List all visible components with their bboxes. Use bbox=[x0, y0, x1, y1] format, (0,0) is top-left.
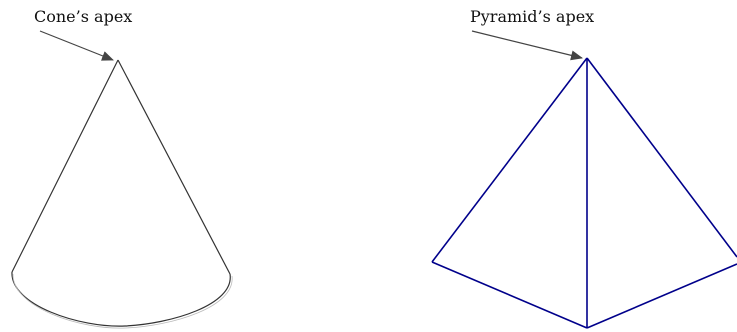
cone-right-edge bbox=[117, 59, 231, 275]
pyramid-right-edge bbox=[586, 57, 737, 258]
pyramid-apex-label: Pyramid’s apex bbox=[470, 7, 595, 26]
pyramid-base-right bbox=[586, 263, 737, 329]
cone-base-arc bbox=[11, 271, 231, 327]
pyramid-base-left bbox=[431, 261, 588, 329]
cone-apex-arrow bbox=[39, 30, 114, 61]
cone-apex-label: Cone’s apex bbox=[34, 7, 133, 26]
pyramid-left-edge bbox=[431, 57, 588, 263]
pyramid bbox=[431, 30, 737, 329]
pyramid-apex-arrow bbox=[471, 30, 583, 61]
cone bbox=[11, 30, 233, 329]
cone-base-arc-shadow bbox=[12, 273, 233, 329]
cone-left-edge bbox=[11, 59, 119, 273]
